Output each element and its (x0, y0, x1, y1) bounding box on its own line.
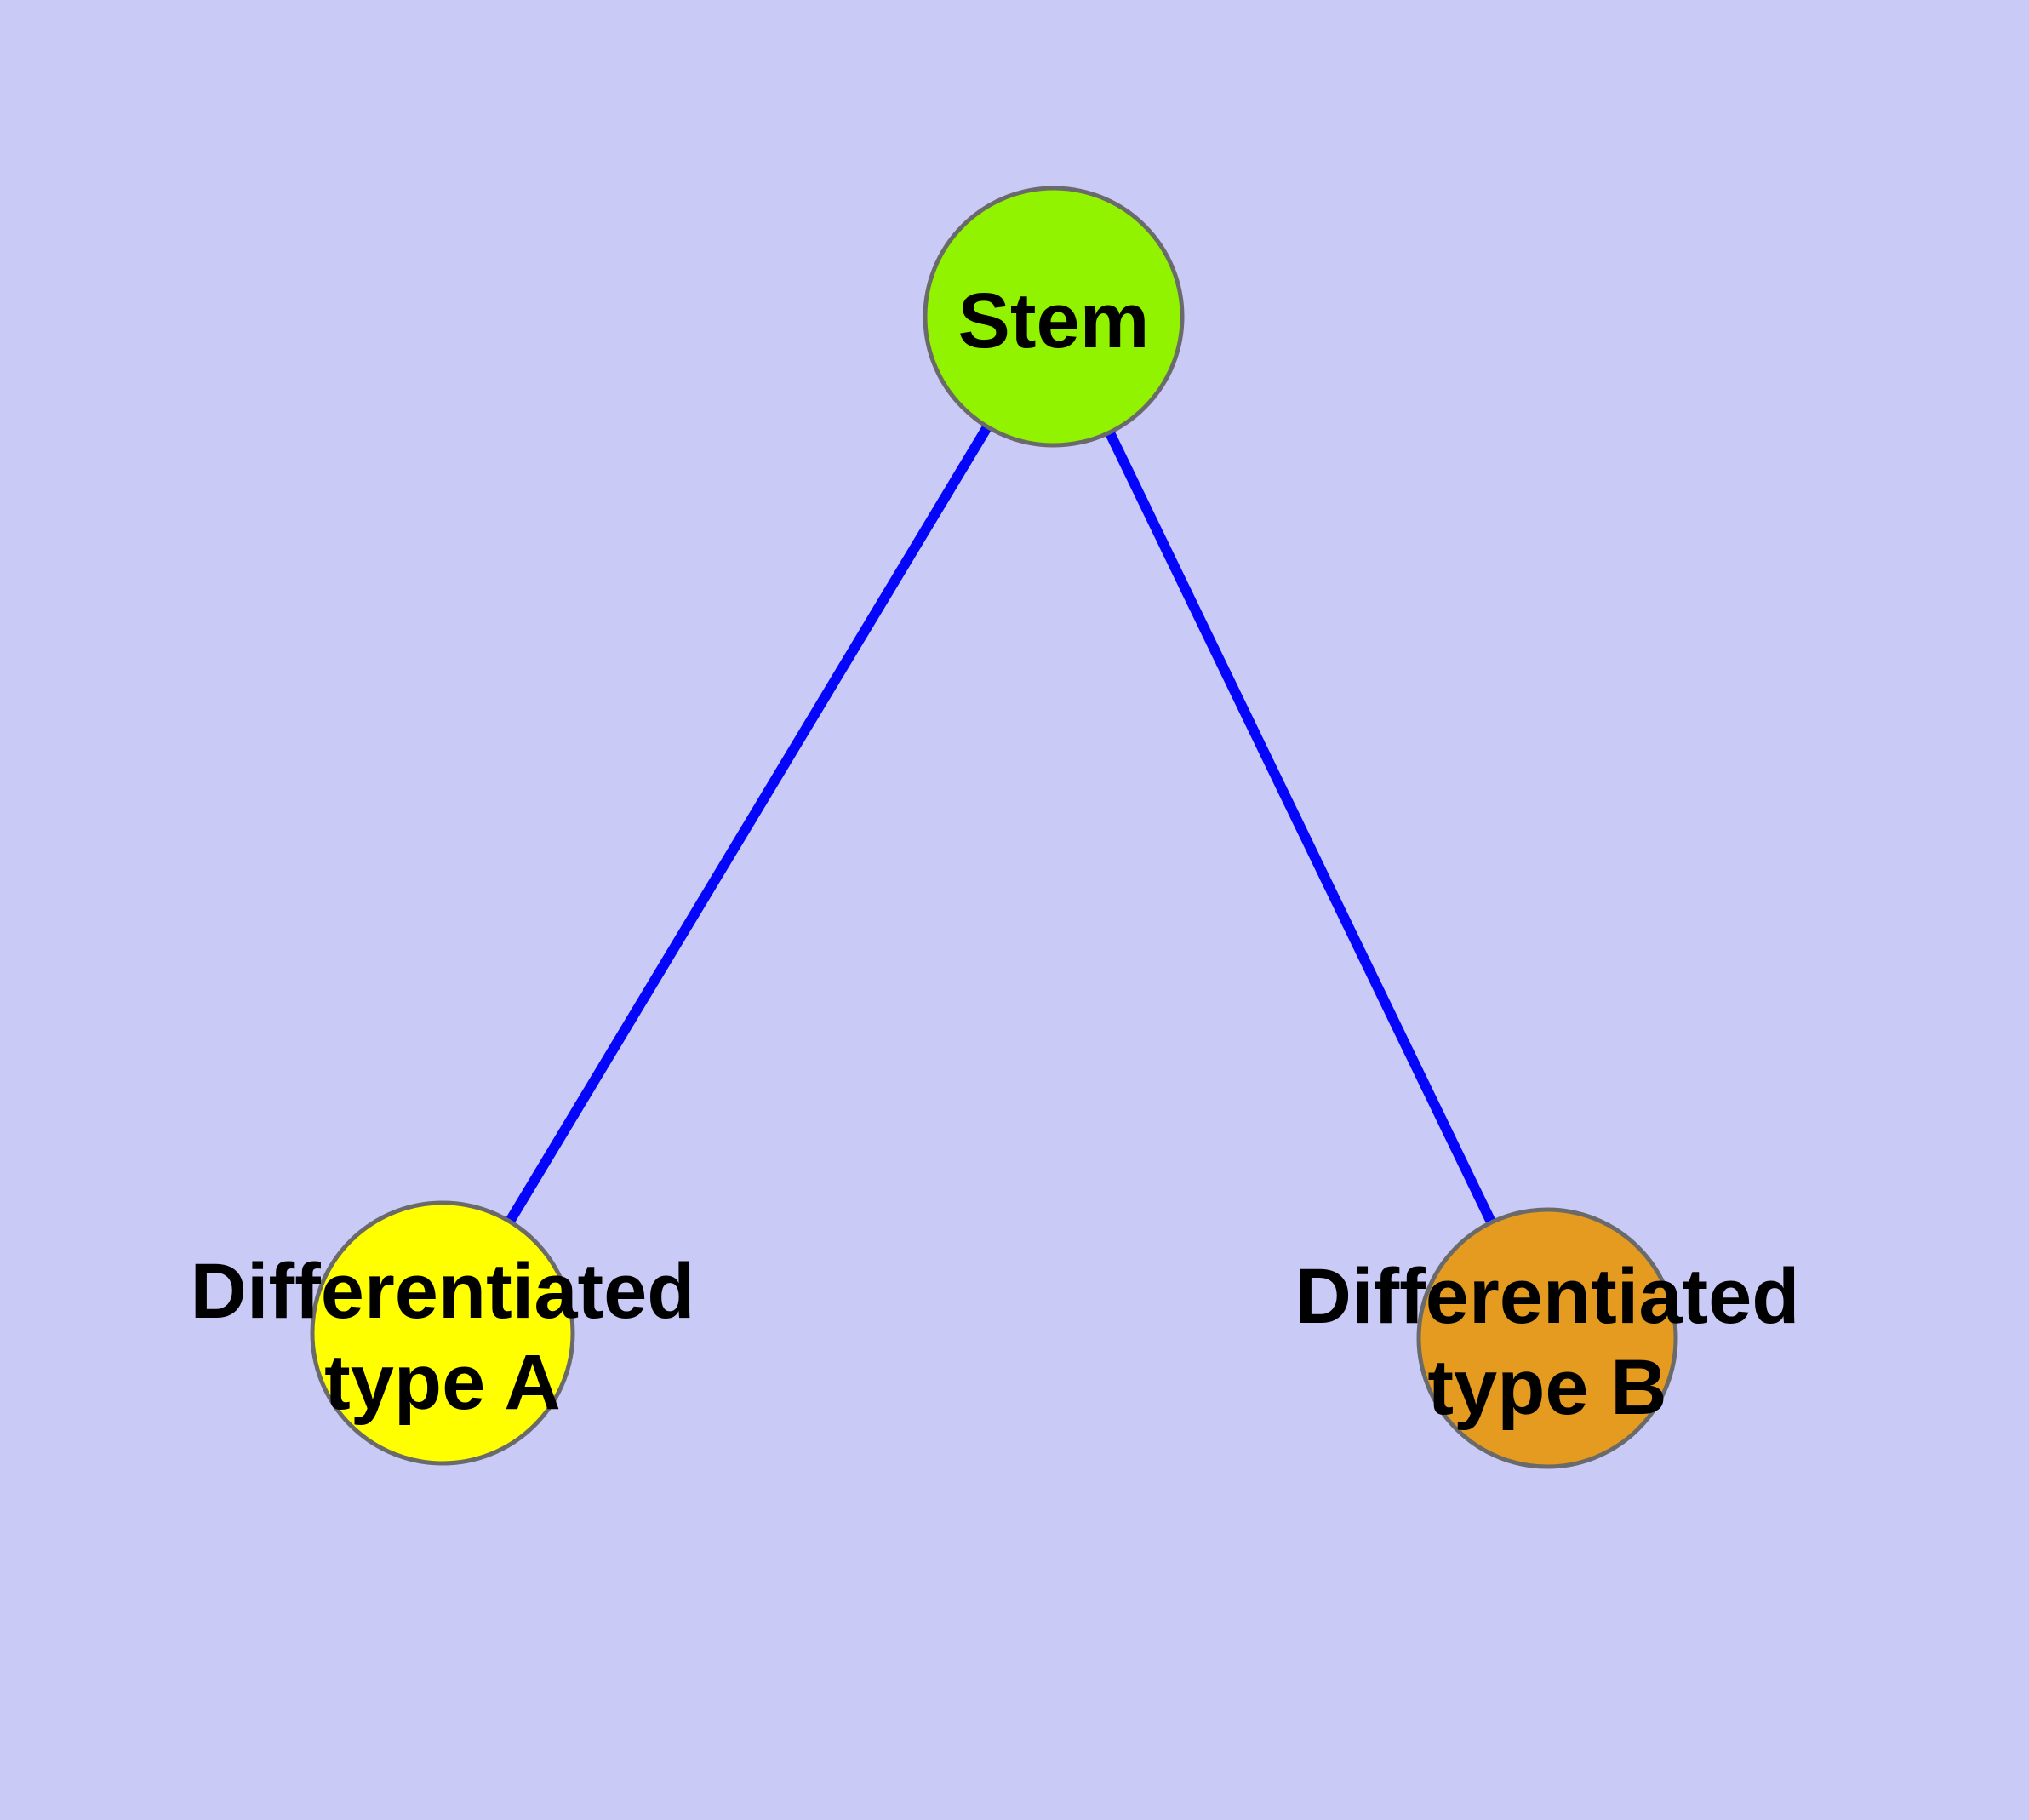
edge-stem-to-type-a (437, 313, 1059, 1336)
node-type-a-circle (310, 1200, 575, 1466)
node-type-b-label-line2: type B (1427, 1344, 1666, 1431)
node-type-a-label-line2: type A (324, 1339, 561, 1426)
node-differentiated-type-b: Differentiated type B (1295, 1207, 1800, 1469)
node-stem-label: Stem (958, 278, 1150, 364)
node-type-b-label-line1: Differentiated (1295, 1253, 1800, 1340)
edge-stem-to-type-b (1049, 314, 1552, 1341)
node-differentiated-type-a: Differentiated type A (191, 1200, 695, 1466)
node-type-b-circle (1416, 1207, 1678, 1469)
node-type-a-label-line1: Differentiated (191, 1248, 695, 1335)
node-stem: Stem (923, 186, 1185, 448)
node-stem-circle (923, 186, 1185, 448)
